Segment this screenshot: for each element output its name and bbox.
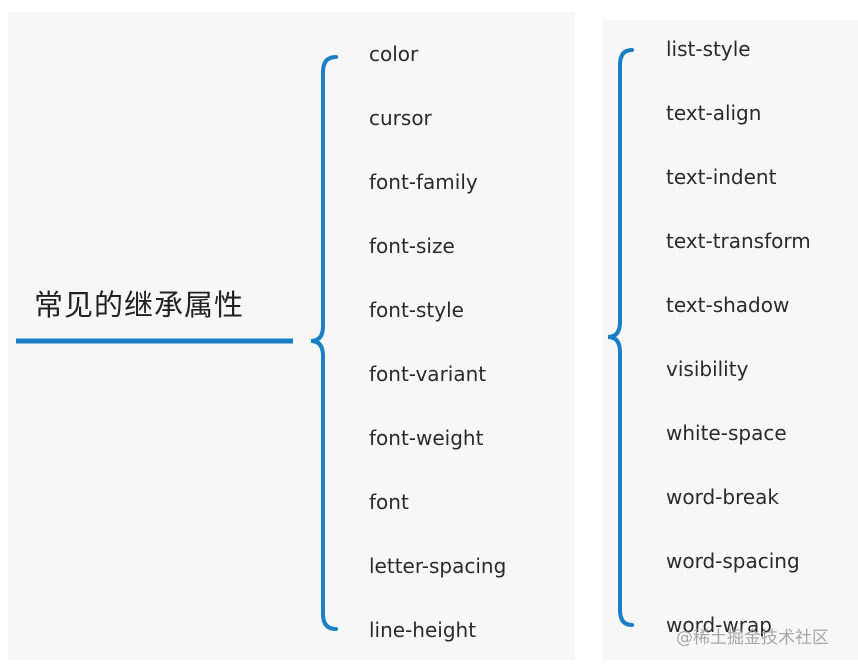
- right-item-word-wrap: word-wrap: [666, 613, 772, 637]
- root-label: 常见的继承属性: [34, 288, 245, 322]
- left-item-letter-spacing: letter-spacing: [369, 554, 507, 578]
- left-item-color: color: [369, 42, 419, 66]
- right-item-text-indent: text-indent: [666, 165, 777, 189]
- left-item-font: font: [369, 490, 409, 514]
- left-item-font-size: font-size: [369, 234, 455, 258]
- right-item-word-spacing: word-spacing: [666, 549, 800, 573]
- right-item-text-shadow: text-shadow: [666, 293, 790, 317]
- right-item-word-break: word-break: [666, 485, 779, 509]
- right-item-text-align: text-align: [666, 101, 762, 125]
- left-item-font-weight: font-weight: [369, 426, 484, 450]
- watermark: @稀土掘金技术社区: [676, 628, 829, 648]
- right-panel: [603, 20, 858, 660]
- right-brace: [607, 48, 634, 627]
- left-panel: [8, 12, 575, 660]
- right-item-visibility: visibility: [666, 357, 749, 381]
- right-item-list-style: list-style: [666, 37, 751, 61]
- left-item-font-variant: font-variant: [369, 362, 487, 386]
- right-item-white-space: white-space: [666, 421, 787, 445]
- left-item-font-family: font-family: [369, 170, 478, 194]
- left-item-line-height: line-height: [369, 618, 477, 642]
- left-item-font-style: font-style: [369, 298, 464, 322]
- left-brace: [310, 55, 338, 631]
- left-item-cursor: cursor: [369, 106, 432, 130]
- right-item-text-transform: text-transform: [666, 229, 811, 253]
